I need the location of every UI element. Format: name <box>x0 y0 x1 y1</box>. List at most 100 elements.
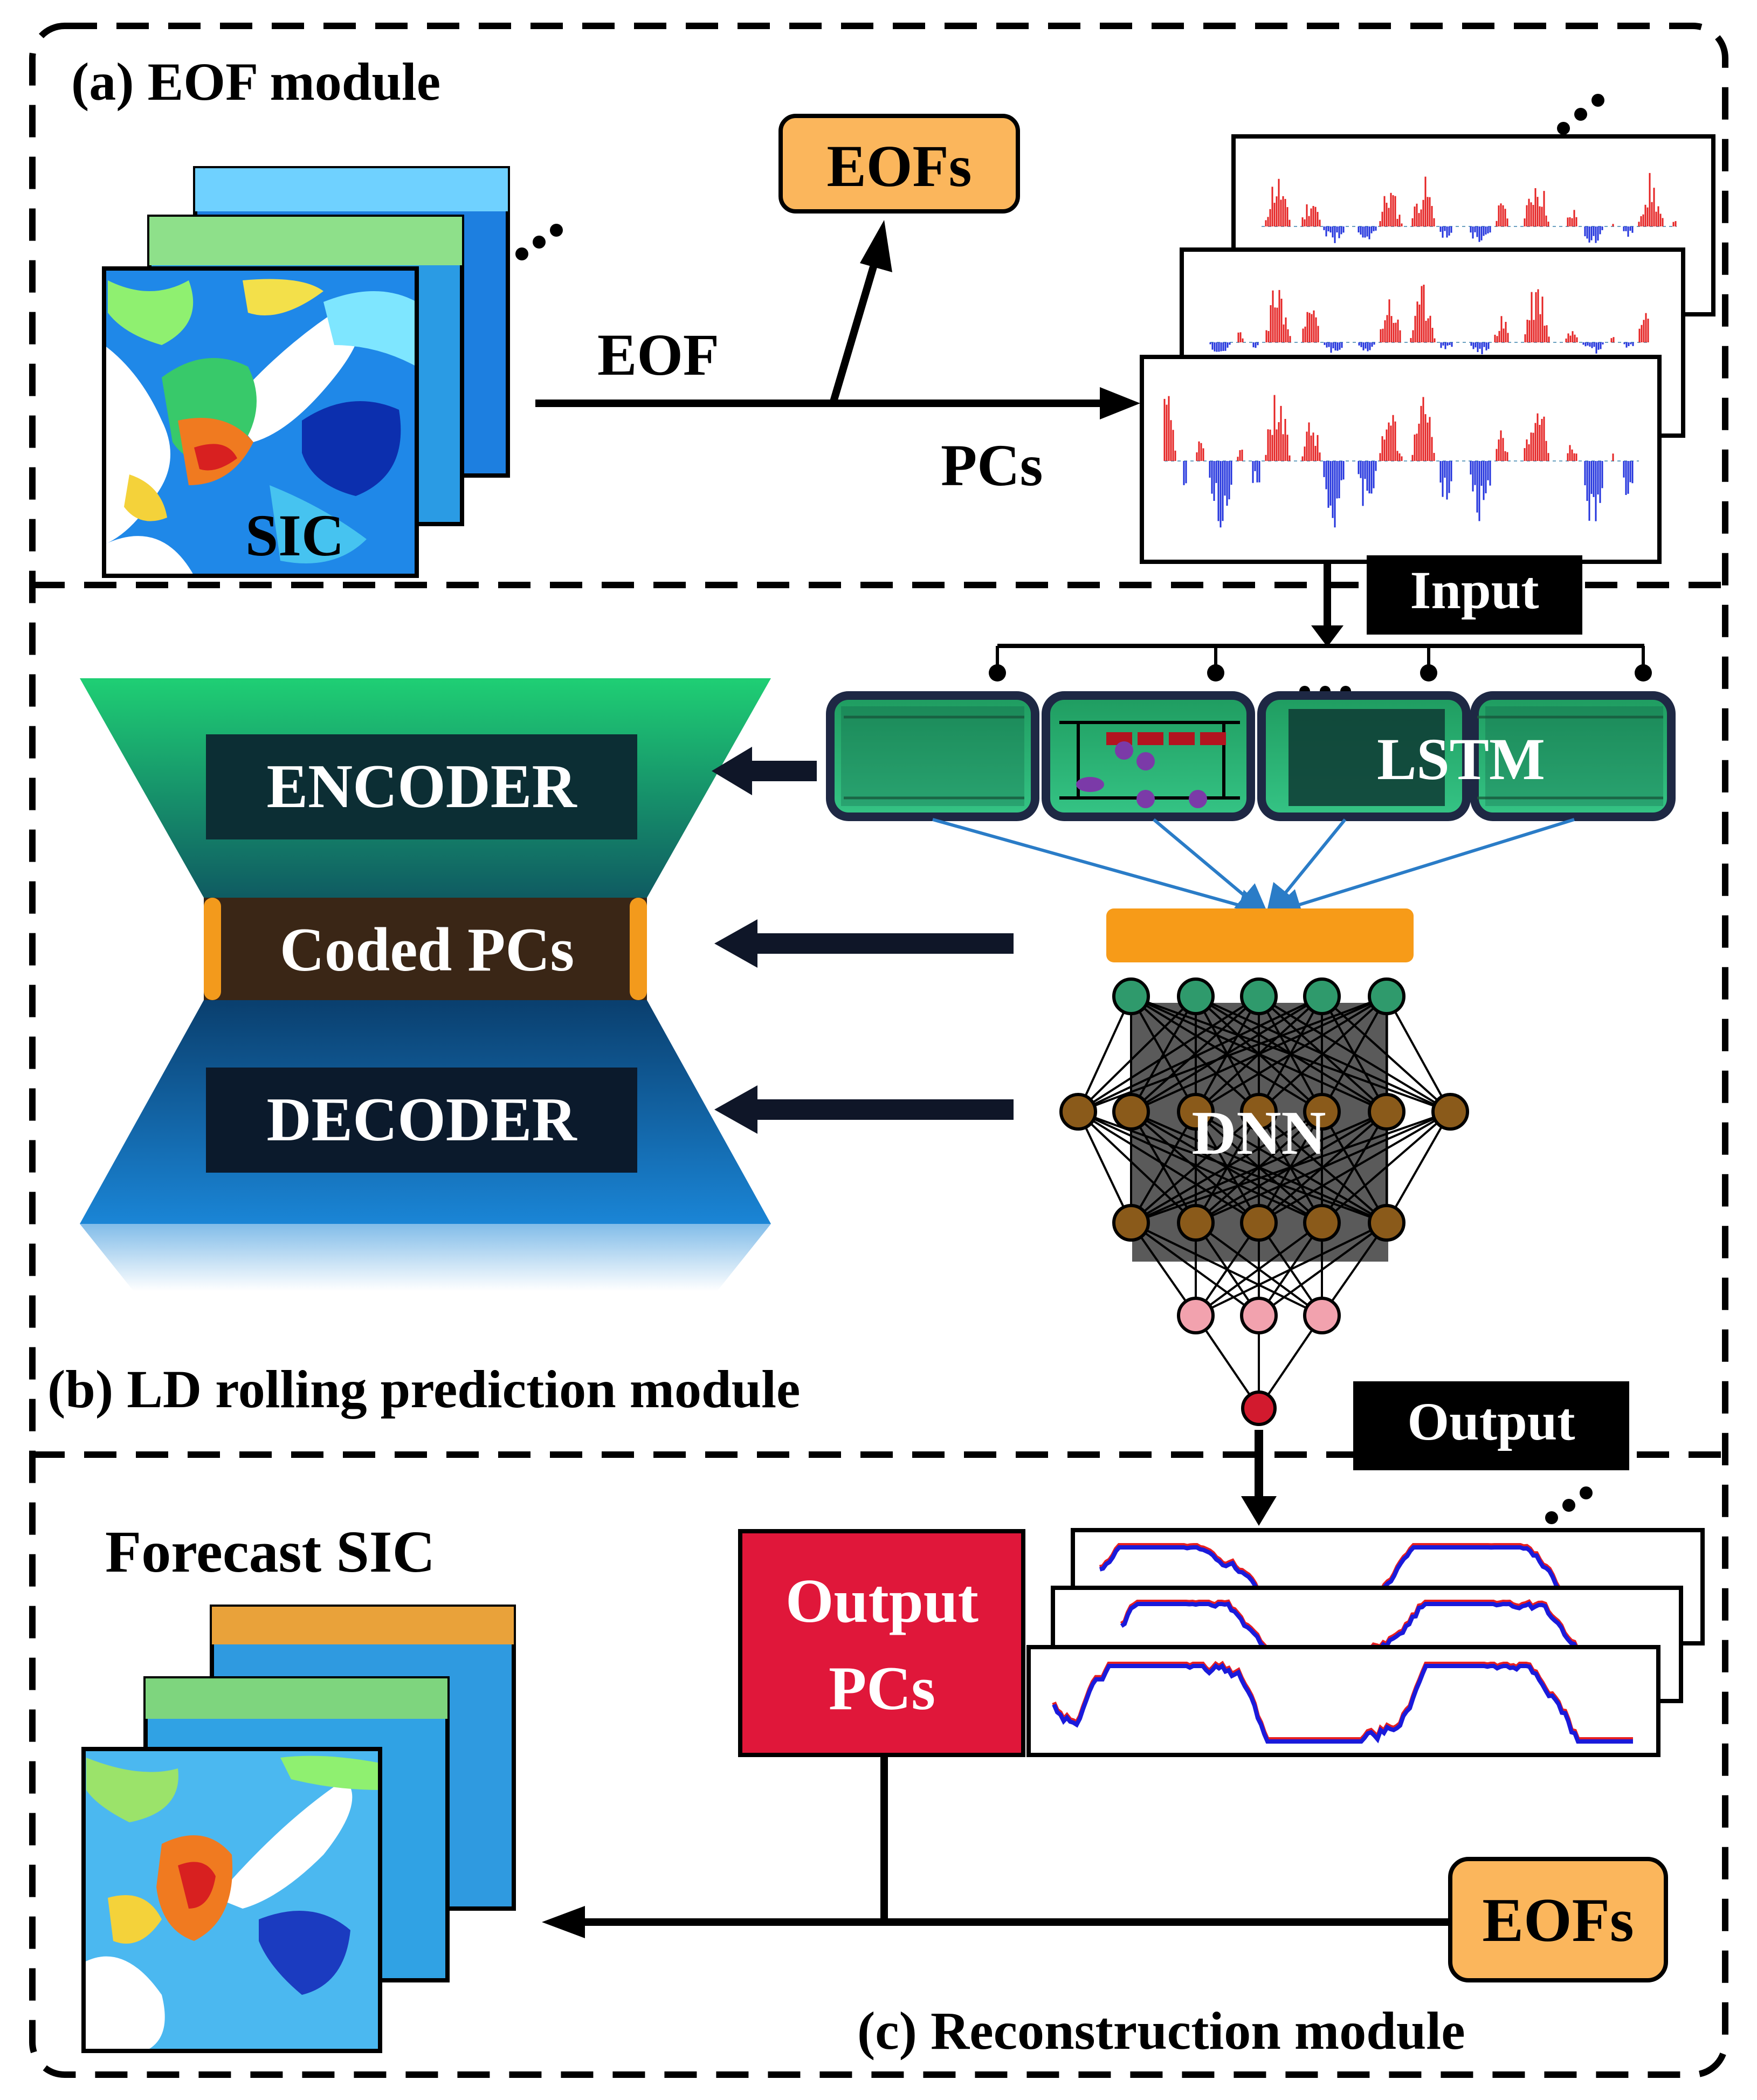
dnn-node <box>1303 1204 1341 1242</box>
decoder-label: DECODER <box>266 1085 577 1154</box>
dnn-node <box>1368 1204 1405 1242</box>
dnn-node <box>1240 1297 1278 1334</box>
dnn-edge <box>1131 995 1387 1113</box>
lstm-cell <box>826 691 1039 821</box>
dnn-node <box>1240 1093 1278 1131</box>
eofs-box-top <box>778 114 1020 214</box>
autoencoder: ENCODER Coded PCs DECODER <box>80 678 771 1291</box>
dnn-node <box>1112 977 1150 1015</box>
forecast-map-stack <box>81 1605 516 2053</box>
dnn-edge <box>1077 995 1260 1113</box>
pc-panel-stack <box>1140 134 1715 564</box>
dnn-edge <box>1131 1111 1387 1224</box>
dnn-node <box>1368 977 1405 1015</box>
dnn-node <box>1303 977 1341 1015</box>
forecast-pc-stack <box>1026 1528 1705 1757</box>
dnn-edge <box>1131 1111 1451 1224</box>
dnn-edge <box>1130 995 1260 1113</box>
pc-panel <box>1140 355 1662 564</box>
dnn-edge <box>1258 1111 1451 1224</box>
dnn-edge <box>1130 1111 1260 1224</box>
arrow-icon <box>712 747 752 795</box>
eofs-label-top: EOFs <box>827 133 972 199</box>
sic-map-stack: SIC <box>102 166 510 578</box>
forecast-line <box>1052 1663 1633 1744</box>
dense-layer-bar <box>1106 908 1414 962</box>
dnn-edge <box>1130 996 1197 1112</box>
dnn-edge <box>1195 1111 1451 1224</box>
output-pcs-box <box>738 1529 1025 1757</box>
ellipsis-icon <box>1545 1486 1593 1524</box>
eofs-label-bottom: EOFs <box>1482 1886 1634 1954</box>
forecast-sic-label: Forecast SIC <box>105 1519 435 1585</box>
arrow-icon <box>860 220 892 272</box>
forecast-sic-map <box>81 1747 382 2053</box>
eofs-branch-arrow <box>829 257 880 404</box>
dnn-node <box>1177 1093 1215 1131</box>
coded-band <box>204 898 647 1000</box>
dnn-edge <box>1130 995 1323 1113</box>
feed-arrows <box>712 747 1014 1134</box>
dnn-edge <box>1195 1222 1387 1317</box>
dnn-node <box>1177 1204 1215 1242</box>
dnn-edge <box>1258 995 1388 1113</box>
dnn-edge <box>1195 1222 1323 1317</box>
arrow-icon <box>1241 1496 1277 1526</box>
decoder-box <box>206 1068 637 1173</box>
input-tag <box>1367 555 1582 635</box>
neural-network-icon: DNN <box>1059 977 1469 1426</box>
dnn-edge <box>1077 1111 1132 1223</box>
dnn-edge <box>1130 1111 1323 1224</box>
sic-label: SIC <box>245 502 344 568</box>
dnn-edge <box>1077 996 1132 1112</box>
eof-arrow-label: EOF <box>597 322 719 388</box>
arrow-icon <box>1311 625 1343 647</box>
dnn-edge <box>1321 996 1388 1112</box>
dnn-node <box>1240 1204 1278 1242</box>
dnn-edge <box>1130 1111 1197 1224</box>
dnn-edge <box>1321 1111 1451 1224</box>
dnn-node <box>1431 1093 1469 1131</box>
arrow-icon <box>714 1085 757 1134</box>
dnn-edge <box>1258 1222 1388 1317</box>
dnn-node <box>1177 977 1215 1015</box>
output-pcs-line2: PCs <box>829 1654 935 1723</box>
decoder-reflection <box>80 1224 771 1291</box>
dnn-output-node <box>1241 1390 1277 1426</box>
output-tag <box>1353 1381 1629 1470</box>
lstm-label: LSTM <box>1377 726 1545 792</box>
arrow-icon <box>714 919 757 968</box>
input-label: Input <box>1410 560 1539 620</box>
dnn-node <box>1112 1204 1150 1242</box>
arrow-icon <box>1100 387 1140 419</box>
dnn-edge <box>1077 995 1197 1113</box>
input-bus <box>989 644 1652 681</box>
sic-map <box>102 266 419 578</box>
section-c-title: (c) Reconstruction module <box>857 2001 1465 2061</box>
coded-pcs-label: Coded PCs <box>280 915 574 984</box>
outer-frame <box>29 23 1728 2078</box>
section-a-title: (a) EOF module <box>71 52 440 112</box>
dnn-edge <box>1195 995 1388 1113</box>
dnn-node <box>1177 1297 1215 1334</box>
dnn-edge <box>1078 995 1387 1113</box>
eofs-box-bottom <box>1448 1857 1668 1982</box>
dnn-node <box>1112 1093 1150 1131</box>
encoder-box <box>206 734 637 839</box>
dnn-edge <box>1386 1111 1451 1223</box>
output-pcs-line1: Output <box>786 1567 979 1635</box>
dnn-node <box>1368 1093 1405 1131</box>
section-b-title: (b) LD rolling prediction module <box>47 1359 800 1419</box>
dnn-edge <box>1386 996 1451 1112</box>
ellipsis-icon <box>1557 94 1604 135</box>
lstm-to-dense-links <box>932 818 1575 921</box>
lstm-block: LSTM <box>826 691 1676 821</box>
ellipsis-icon <box>515 224 563 260</box>
dnn-edge <box>1078 995 1322 1113</box>
dnn-node <box>1240 977 1278 1015</box>
dnn-label: DNN <box>1191 1099 1326 1167</box>
arrow-icon <box>542 1906 585 1938</box>
pcs-label: PCs <box>941 432 1043 498</box>
